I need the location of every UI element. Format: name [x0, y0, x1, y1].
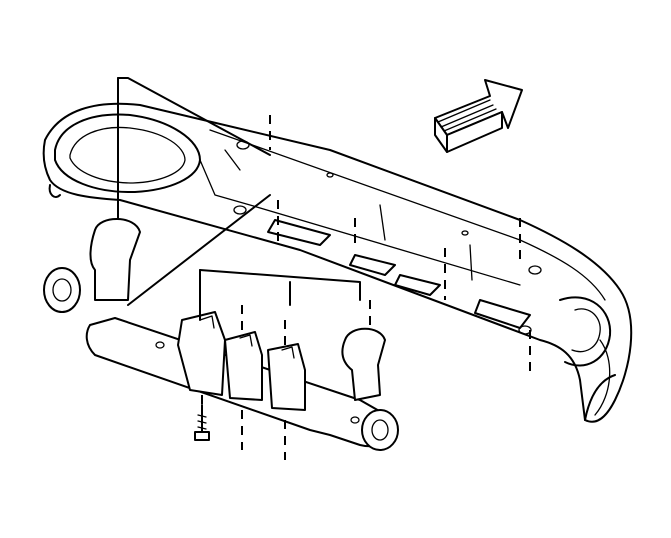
energy-absorber — [43, 218, 399, 451]
dashed-centerlines — [201, 115, 531, 460]
fastener-bolt — [194, 404, 210, 441]
bumper-fascia — [42, 102, 633, 423]
direction-arrow-icon — [434, 79, 523, 153]
leader-lines — [117, 77, 361, 321]
